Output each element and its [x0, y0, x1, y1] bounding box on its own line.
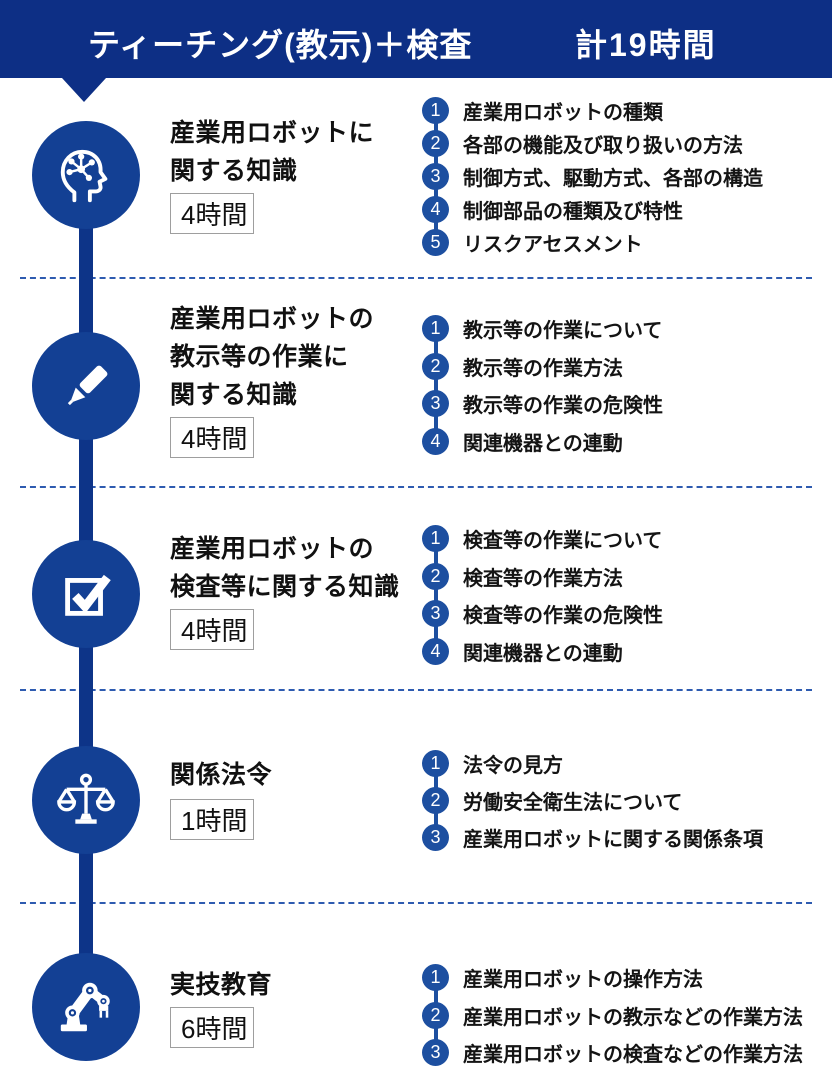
topic-list-item: 2 労働安全衛生法について	[422, 782, 822, 819]
topic-list-item: 1 産業用ロボットの種類	[422, 94, 822, 127]
topic-label: 関連機器との連動	[463, 642, 623, 665]
topic-number-badge: 1	[422, 964, 449, 992]
header-arrow-down-icon	[62, 78, 106, 102]
topic-number-badge: 3	[422, 600, 449, 628]
section-title-line: 関する知識	[170, 157, 298, 185]
topic-label: 産業用ロボットの教示などの作業方法	[463, 1006, 803, 1029]
topic-list-item: 4 関連機器との連動	[422, 633, 822, 671]
topic-number-badge: 2	[422, 562, 449, 590]
header-bar: ティーチング(教示)＋検査 計19時間	[0, 0, 832, 78]
section1-hours-box: 4時間	[170, 193, 254, 234]
section3-circle	[32, 540, 140, 648]
section2-title: 産業用ロボットの教示等の作業に関する知識	[170, 300, 374, 414]
topic-list-item: 1 法令の見方	[422, 745, 822, 782]
section5-circle	[32, 953, 140, 1061]
section5-topic-list: 1 産業用ロボットの操作方法 2 産業用ロボットの教示などの作業方法 3 産業用…	[422, 959, 822, 1072]
topic-list-item: 3 制御方式、駆動方式、各部の構造	[422, 160, 822, 193]
section-title-line: 教示等の作業に	[170, 343, 349, 371]
section3-title: 産業用ロボットの検査等に関する知識	[170, 530, 400, 606]
section-title-line: 実技教育	[170, 971, 273, 999]
topic-list-item: 3 教示等の作業の危険性	[422, 385, 822, 423]
topic-number-badge: 3	[422, 824, 449, 851]
section1-topic-list: 1 産業用ロボットの種類 2 各部の機能及び取り扱いの方法 3 制御方式、駆動方…	[422, 94, 822, 259]
topic-label: 産業用ロボットの検査などの作業方法	[463, 1044, 803, 1067]
topic-number-badge: 5	[422, 229, 449, 256]
section-separator	[20, 277, 812, 279]
section2-topic-list: 1 教示等の作業について 2 教示等の作業方法 3 教示等の作業の危険性 4 関…	[422, 310, 822, 460]
section-separator	[20, 902, 812, 904]
topic-list-item: 3 検査等の作業の危険性	[422, 595, 822, 633]
topic-label: 産業用ロボットの操作方法	[463, 969, 703, 992]
header-title: ティーチング(教示)＋検査	[88, 27, 473, 63]
topic-label: 労働安全衛生法について	[463, 792, 683, 814]
topic-list-item: 4 関連機器との連動	[422, 423, 822, 461]
section1-circle	[32, 121, 140, 229]
brain-network-icon	[60, 149, 108, 203]
topic-label: 産業用ロボットに関する関係条項	[463, 829, 763, 851]
topic-list-item: 1 検査等の作業について	[422, 520, 822, 558]
checkbox-check-icon	[65, 574, 111, 616]
topic-number-badge: 3	[422, 163, 449, 190]
topic-list-item: 3 産業用ロボットの検査などの作業方法	[422, 1034, 822, 1072]
topic-list-item: 2 産業用ロボットの教示などの作業方法	[422, 997, 822, 1035]
pen-icon	[67, 365, 108, 406]
topic-number-badge: 4	[422, 637, 449, 665]
topic-label: 制御部品の種類及び特性	[463, 201, 683, 223]
topic-number-badge: 4	[422, 196, 449, 223]
section1-title: 産業用ロボットに関する知識	[170, 114, 374, 190]
topic-number-badge: 2	[422, 130, 449, 157]
topic-list-item: 5 リスクアセスメント	[422, 226, 822, 259]
topic-number-badge: 1	[422, 525, 449, 553]
topic-list-item: 1 産業用ロボットの操作方法	[422, 959, 822, 997]
section4-topic-list: 1 法令の見方 2 労働安全衛生法について 3 産業用ロボットに関する関係条項	[422, 745, 822, 856]
section4-title: 関係法令	[170, 756, 272, 794]
section2-circle	[32, 332, 140, 440]
section3-hours-box: 4時間	[170, 609, 254, 650]
section3-topic-list: 1 検査等の作業について 2 検査等の作業方法 3 検査等の作業の危険性 4 関…	[422, 520, 822, 670]
section-title-line: 産業用ロボットに	[170, 119, 375, 147]
topic-label: 関連機器との連動	[463, 432, 623, 455]
section-separator	[20, 689, 812, 691]
topic-label: 検査等の作業の危険性	[463, 605, 663, 628]
topic-list-item: 2 各部の機能及び取り扱いの方法	[422, 127, 822, 160]
topic-label: 産業用ロボットの種類	[463, 102, 663, 124]
topic-number-badge: 1	[422, 750, 449, 777]
topic-label: 制御方式、駆動方式、各部の構造	[463, 168, 763, 190]
topic-number-badge: 1	[422, 315, 449, 343]
topic-number-badge: 3	[422, 1039, 449, 1067]
topic-label: 教示等の作業の危険性	[463, 395, 663, 418]
topic-number-badge: 4	[422, 427, 449, 455]
section5-title: 実技教育	[170, 966, 272, 1004]
topic-label: 検査等の作業について	[463, 530, 663, 553]
topic-list-item: 3 産業用ロボットに関する関係条項	[422, 819, 822, 856]
section4-circle	[32, 746, 140, 854]
section-title-line: 検査等に関する知識	[170, 573, 400, 601]
section-title-line: 産業用ロボットの	[170, 305, 375, 333]
section2-hours-box: 4時間	[170, 417, 254, 458]
header-total-hours: 計19時間	[575, 27, 717, 63]
section5-hours-box: 6時間	[170, 1007, 254, 1048]
topic-list-item: 2 教示等の作業方法	[422, 348, 822, 386]
topic-list-item: 2 検査等の作業方法	[422, 558, 822, 596]
topic-label: 各部の機能及び取り扱いの方法	[463, 135, 743, 157]
topic-list-item: 1 教示等の作業について	[422, 310, 822, 348]
topic-number-badge: 1	[422, 97, 449, 124]
section4-hours-box: 1時間	[170, 799, 254, 840]
section-separator	[20, 486, 812, 488]
section-title-line: 関する知識	[170, 381, 298, 409]
topic-label: リスクアセスメント	[463, 234, 643, 256]
topic-label: 検査等の作業方法	[463, 567, 623, 590]
topic-number-badge: 3	[422, 390, 449, 418]
topic-label: 法令の見方	[463, 755, 563, 777]
scales-icon	[57, 773, 115, 824]
robot-arm-icon	[60, 982, 110, 1032]
topic-number-badge: 2	[422, 352, 449, 380]
topic-list-item: 4 制御部品の種類及び特性	[422, 193, 822, 226]
topic-number-badge: 2	[422, 787, 449, 814]
topic-label: 教示等の作業について	[463, 320, 663, 343]
topic-label: 教示等の作業方法	[463, 357, 623, 380]
section-title-line: 関係法令	[170, 761, 273, 789]
section-title-line: 産業用ロボットの	[170, 535, 375, 563]
topic-number-badge: 2	[422, 1001, 449, 1029]
